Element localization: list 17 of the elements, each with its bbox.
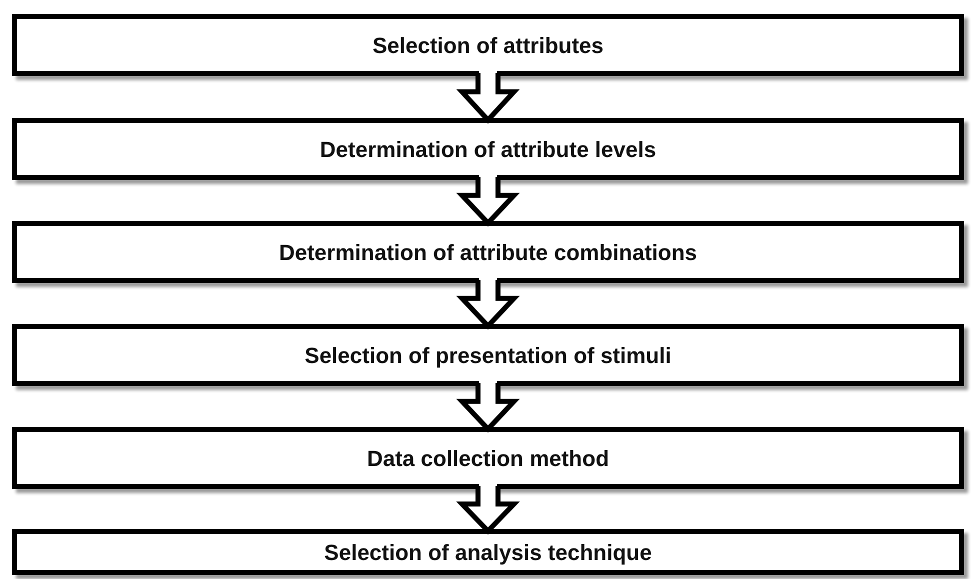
process-box [12, 324, 964, 386]
down-arrow [456, 380, 520, 433]
down-arrow [456, 174, 520, 227]
step-label: Determination of attribute levels [320, 136, 656, 164]
process-box [12, 529, 964, 575]
step-label: Selection of attributes [372, 32, 604, 60]
down-arrow [456, 70, 520, 124]
down-arrow [456, 484, 520, 535]
process-box [12, 118, 964, 180]
process-box [12, 221, 964, 283]
step-label: Selection of analysis technique [324, 538, 652, 567]
process-box [12, 427, 964, 489]
step-label: Determination of attribute combinations [278, 238, 698, 266]
step-label: Data collection method [366, 444, 610, 472]
down-arrow [456, 278, 520, 330]
step-label: Selection of presentation of stimuli [304, 342, 672, 370]
process-box [12, 14, 964, 76]
